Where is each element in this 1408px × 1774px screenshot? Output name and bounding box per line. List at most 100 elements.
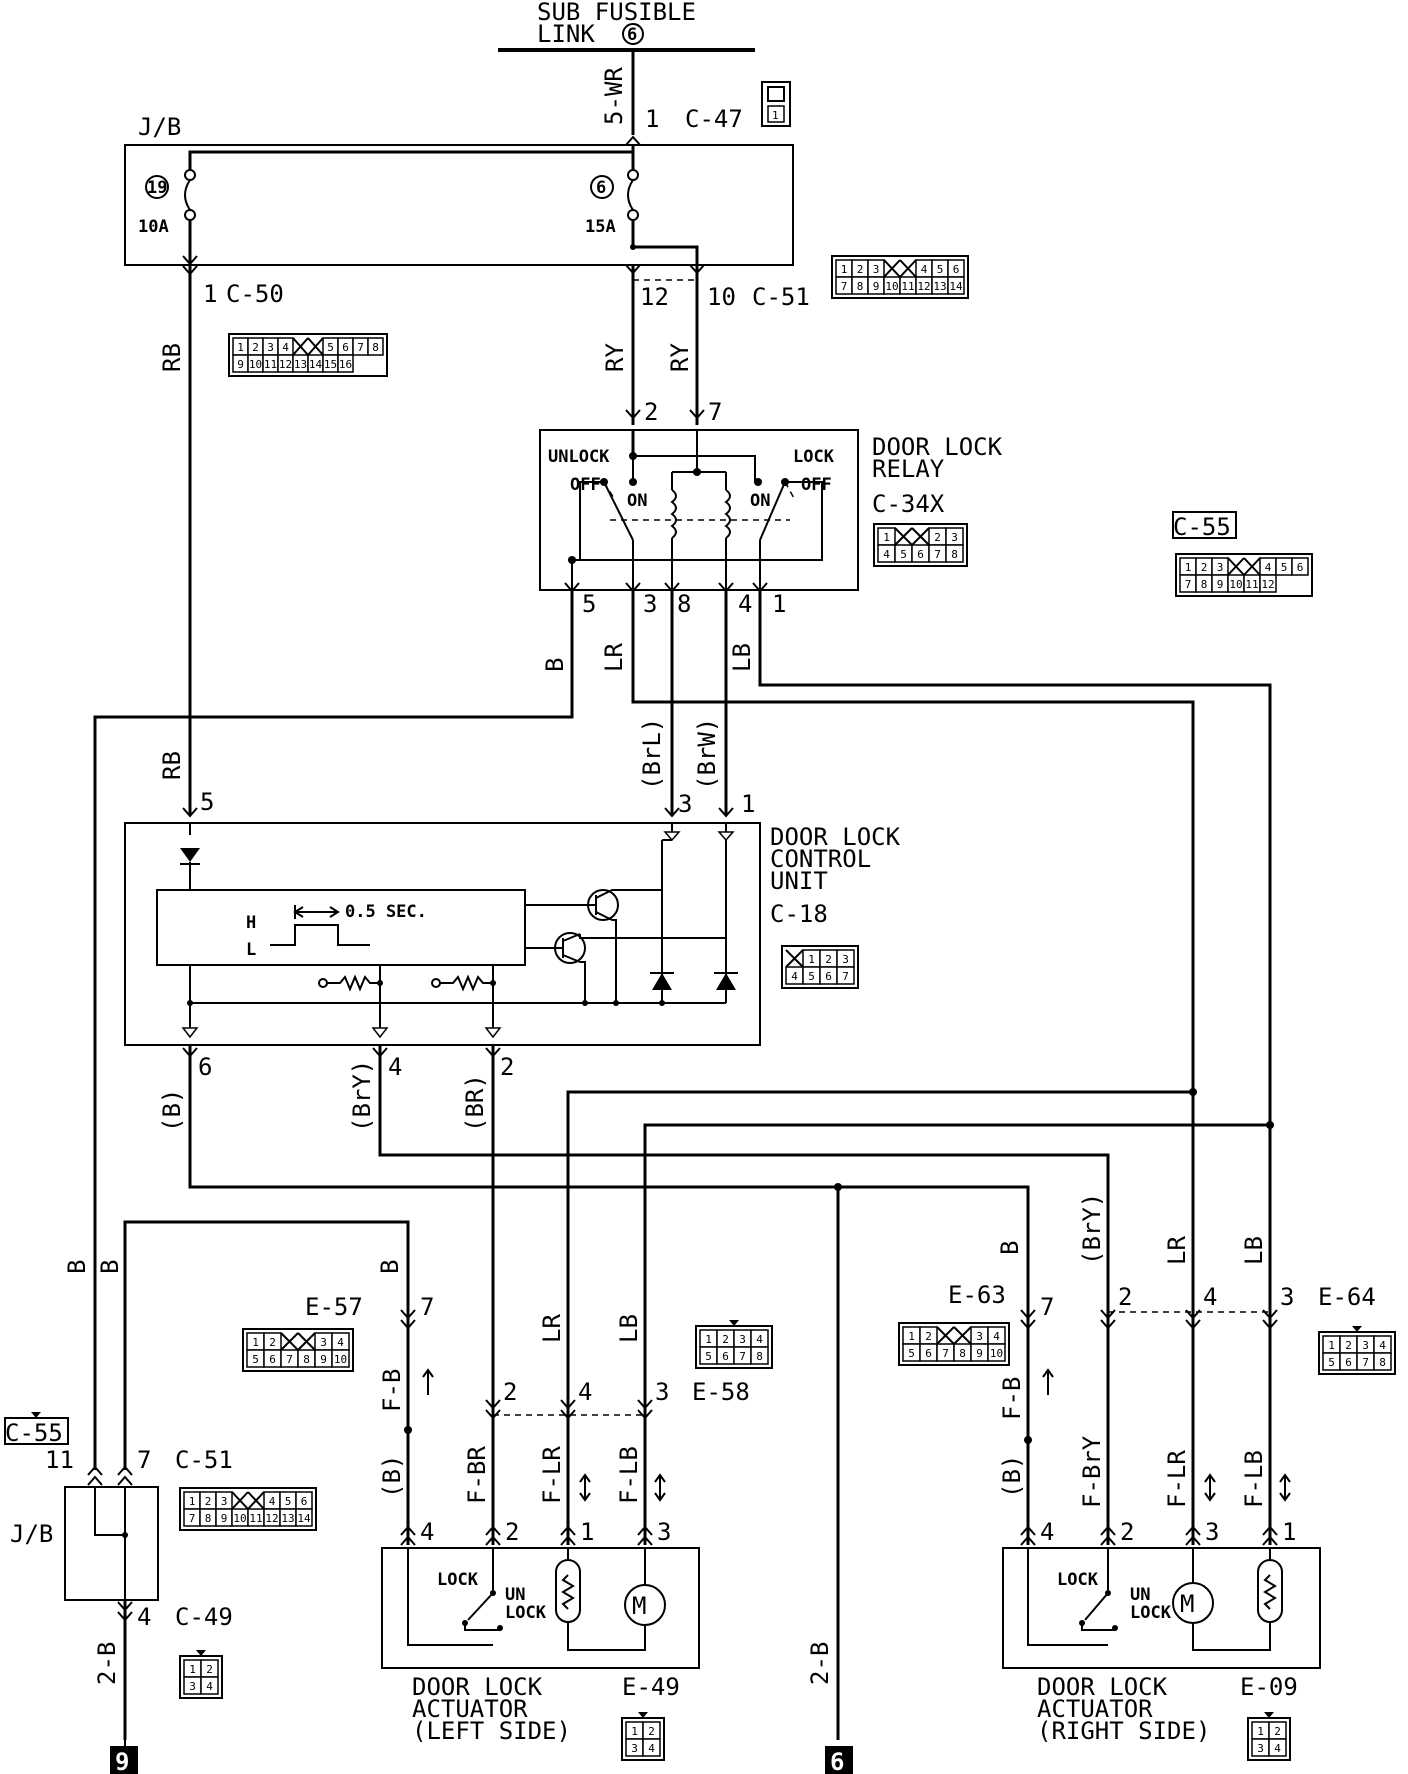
connector-cell: [1291, 557, 1309, 576]
cu-l: L: [246, 940, 256, 960]
connector-cell-label: 9: [221, 1512, 228, 1525]
act-right-pin-3: 3: [1205, 1518, 1219, 1546]
e57-id: E-57: [305, 1293, 363, 1321]
act-left-title-1: DOOR LOCK: [412, 1673, 543, 1701]
ground-mid-number: 6: [830, 1748, 844, 1774]
relay-lock: LOCK: [793, 447, 835, 467]
connector-cell-label: 5: [937, 263, 944, 276]
connector-cell: [836, 966, 855, 985]
c34x-id: C-34X: [872, 490, 945, 518]
wire-label-2b-mid: 2-B: [806, 1642, 834, 1685]
cu-title-1: DOOR LOCK: [770, 823, 901, 851]
connector-cell-label: 3: [873, 263, 880, 276]
connector-cell-label: 5: [908, 1347, 915, 1360]
connector-cell-label: 2: [206, 1663, 213, 1676]
connector-cell-label: 1: [189, 1495, 196, 1508]
connector-cell-label: 9: [1217, 578, 1224, 591]
connector-cell-label: 11: [264, 358, 277, 371]
relay-pin-1: 1: [772, 590, 786, 618]
wire-b-relay: [93, 590, 574, 1335]
fuse-6-rating: 15A: [585, 217, 616, 237]
connector-cell: [945, 544, 964, 563]
cu-timer: 0.5 SEC.: [345, 902, 427, 922]
connector-cell-label: 3: [320, 1336, 327, 1349]
connector-blank: [1227, 557, 1245, 576]
relay-box: [539, 429, 859, 591]
connector-cell-label: 12: [265, 1512, 278, 1525]
connector-cell-label: 4: [269, 1495, 276, 1508]
wire-label-b-relay: B: [541, 658, 569, 672]
e57-pin: 7: [420, 1293, 434, 1321]
connector-outline: [781, 945, 859, 989]
right-actuator-internals: [1027, 1548, 1283, 1651]
connector-blank: [785, 949, 804, 968]
act-left-pin-4: 4: [420, 1518, 434, 1546]
wire-label-lr-e64: LR: [1163, 1236, 1191, 1265]
connector-cell-label: 4: [206, 1680, 213, 1693]
connector-cell-label: 2: [1345, 1339, 1352, 1352]
connector-cell-label: 10: [1229, 578, 1242, 591]
c51-left-id: C-51: [175, 1446, 233, 1474]
connector-cell-label: 3: [1257, 1742, 1264, 1755]
wire-bry-cu: [378, 1045, 1110, 1320]
wire-label-fb-r: F-B: [998, 1377, 1026, 1420]
wire-label-fbr-l: F-BR: [463, 1446, 491, 1504]
c51-left-pin-11: 11: [45, 1446, 74, 1474]
connector-cell-label: 13: [281, 1512, 294, 1525]
ground-left-icon: [110, 1740, 138, 1774]
connector-tab: [196, 1650, 206, 1656]
fuse-6-number: 6: [596, 178, 606, 198]
connector-cell-label: 12: [1261, 578, 1274, 591]
wire-label-b-act-r: (B): [998, 1455, 1026, 1498]
connector-cell-label: 2: [1201, 561, 1208, 574]
connector-blank: [292, 337, 309, 356]
connector-cell-label: 10: [990, 1347, 1003, 1360]
connector-tab: [1264, 1712, 1274, 1718]
e64-pin-3: 3: [1280, 1283, 1294, 1311]
connector-cell-label: 1: [1328, 1339, 1335, 1352]
connector-cell-label: 7: [1185, 578, 1192, 591]
connector-cell-label: 4: [1379, 1339, 1386, 1352]
relay-off-left: OFF: [570, 475, 601, 495]
connector-outline: [179, 1487, 317, 1531]
connector-outline: [1175, 553, 1313, 597]
fuse-19-rating: 10A: [138, 217, 169, 237]
connector-cell: [987, 1343, 1006, 1362]
wire-label-flb-r: F-LB: [1240, 1450, 1268, 1508]
wire-label-lr-relay: LR: [600, 643, 628, 672]
act-left-un-lock: LOCK: [505, 1603, 547, 1623]
cu-pin-6: 6: [198, 1053, 212, 1081]
act-right-un: UN: [1130, 1585, 1150, 1605]
connector-cell-label: 2: [1274, 1725, 1281, 1738]
connector-cell-label: 1: [883, 531, 890, 544]
motor-right: M: [1180, 1590, 1194, 1618]
cu-pin-1: 1: [741, 790, 755, 818]
wire-label-lb-relay: LB: [728, 643, 756, 672]
arrow-c50: [182, 255, 198, 266]
connector-cell-label: 6: [342, 341, 349, 354]
connector-blank: [307, 337, 324, 356]
wire-label-5wr: 5-WR: [600, 67, 628, 125]
connector-cell: [1268, 1738, 1287, 1757]
cu-title-3: UNIT: [770, 867, 828, 895]
connector-cell-label: 8: [303, 1353, 310, 1366]
e57-arrows: [400, 1309, 416, 1330]
connector-cell-label: 1: [631, 1725, 638, 1738]
wire-label-fb-l: F-B: [378, 1369, 406, 1412]
cu-output-arrows: [182, 1047, 501, 1058]
connector-cell-label: 10: [249, 358, 262, 371]
c49-arrows: [117, 1601, 133, 1622]
e64-pin-2: 2: [1118, 1283, 1132, 1311]
connector-cell-label: 11: [249, 1512, 262, 1525]
wire-label-2b-left: 2-B: [93, 1642, 121, 1685]
connector-cell: [295, 1508, 313, 1527]
cu-pin-5: 5: [200, 788, 214, 816]
connector-cell: [750, 1346, 769, 1365]
connector-cell-label: 6: [301, 1495, 308, 1508]
connector-cell-label: 2: [648, 1725, 655, 1738]
wire-label-bry-cu: (BrY): [348, 1060, 376, 1132]
